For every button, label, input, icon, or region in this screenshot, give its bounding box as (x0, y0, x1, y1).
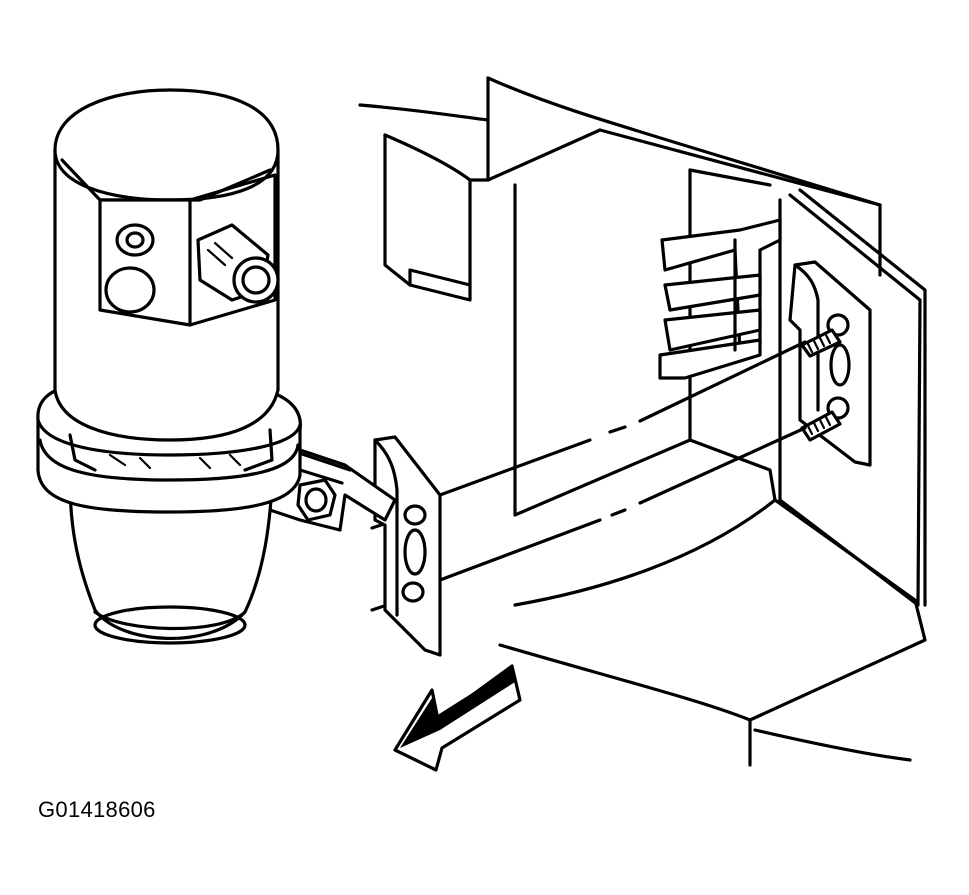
ac-accumulator (36, 88, 302, 645)
accumulator-bracket-flange (373, 435, 442, 657)
mounting-bolt-upper (800, 328, 842, 358)
alignment-lines (370, 340, 807, 612)
clamp-screw (296, 478, 337, 522)
harness-clip-bracket (658, 218, 782, 380)
mounting-bolt-lower (800, 410, 842, 442)
vehicle-body-panel (358, 76, 927, 767)
figure-code-label: G01418606 (38, 797, 156, 822)
mounting-plate (788, 260, 872, 467)
arrow-left-down-icon (393, 664, 522, 772)
